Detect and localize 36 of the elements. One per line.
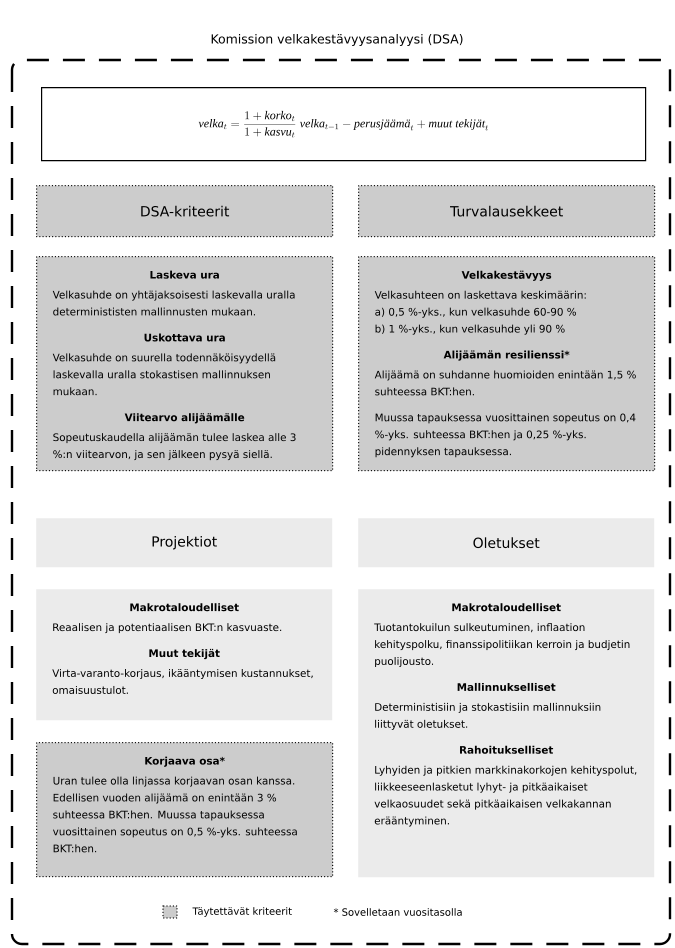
formula-box: $\textit{velka}_{t}= \frac{1+\textit{korko}_{t}}{1+\textit{kasvu}_{t}}\;\textit{velka}_{t-1}-\textit{perusjäämä}_{t}+\textit{muut tekijät}_{t}$: [41, 87, 646, 162]
body-text: Deterministisiin ja stokastisiin mallinnuksiin liittyvät oletukset.: [375, 702, 600, 730]
body-text: Uran tulee olla linjassa korjaavan osan kanssa. Edellisen vuoden alijäämä on enintään 3 % suhteessa BKT:hen. Muussa tapauksessa vuosittainen sopeutus on 0,5 %-yks. suhteessa BKT:hen.: [52, 776, 297, 852]
body-text: Tuotantokuilun sulkeutuminen, inflaation kehityspolku, finanssipolitiikan kerroin ja budjetin puolijousto.: [374, 623, 630, 668]
body-text: Alijäämä on suhdanne huomioiden enintään 1,5 % suhteessa BKT:hen.: [374, 370, 636, 396]
body-text: Muussa tapauksessa vuosittainen sopeutus on 0,4 %-yks. suhteessa BKT:hen ja 0,25 %-yks. pidennyksen tapauksessa.: [375, 413, 636, 458]
body-text: a) 0,5 %-yks., kun velkasuhde 60-90 %: [375, 308, 576, 318]
body-text: Lyhyiden ja pitkien markkinakorkojen kehityspolut, liikkeeseenlasketut lyhyt- ja pitkäaikaiset velkaosuudet sekä pitkäaikaisen velkakannan erääntyminen.: [374, 766, 636, 827]
section-heading: Alijäämän resilienssi*: [444, 350, 570, 361]
criteria-box: [36, 256, 334, 472]
criteria-box: [36, 742, 334, 878]
body-text: Reaalisen ja potentiaalisen BKT:n kasvuaste.: [53, 623, 282, 634]
section-heading: Uskottava ura: [144, 333, 225, 342]
section-heading: Rahoitukselliset: [460, 746, 554, 754]
section-heading: Mallinnukselliset: [458, 682, 556, 691]
body-text: Velkasuhteen on laskettava keskimäärin:: [374, 290, 586, 299]
body-text: Virta-varanto-korjaus, ikääntymisen kustannukset, omaisuustulot.: [52, 669, 313, 694]
section-heading: Muut tekijät: [149, 648, 220, 660]
section-heading: Makrotaloudelliset: [130, 603, 239, 612]
header-box: Projektiot: [36, 518, 332, 568]
body-text: Sopeutuskaudella alijäämän tulee laskea alle 3 %:n viitearvon, ja sen jälkeen pysyä siellä.: [53, 433, 296, 460]
body-text: b) 1 %-yks., kun velkasuhde yli 90 %: [376, 324, 565, 335]
header-box: Oletukset: [358, 518, 654, 568]
section-heading: Korjaava osa*: [145, 756, 225, 767]
section-heading: Viitearvo alijäämälle: [124, 413, 244, 424]
header-box: DSA-kriteerit: [36, 185, 334, 238]
criteria-box: [358, 256, 656, 472]
section-heading: Makrotaloudelliset: [452, 603, 561, 612]
header-box: Turvalausekkeet: [358, 185, 656, 238]
footnote: * Sovelletaan vuositasolla: [334, 908, 462, 916]
legend-text: Täytettävät kriteerit: [192, 907, 292, 917]
title: Komission velkakestävyysanalyysi (DSA): [212, 34, 462, 46]
body-text: Velkasuhde on yhtäjaksoisesti laskevalla uralla determinististen mallinnusten mukaan.: [52, 290, 295, 316]
body-text: Velkasuhde on suurella todennäköisyydellä laskevalla uralla stokastisen mallinnuksen mukaan.: [52, 353, 276, 396]
section-heading: Laskeva ura: [150, 270, 219, 279]
section-heading: Velkakestävyys: [462, 270, 552, 281]
